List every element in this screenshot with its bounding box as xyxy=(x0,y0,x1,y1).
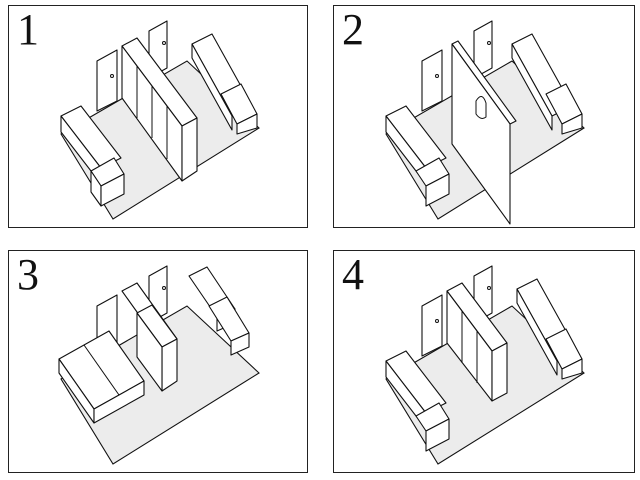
panel-number: 4 xyxy=(342,250,364,299)
panel-1: 1 xyxy=(8,5,308,228)
room-layout-illustration xyxy=(58,265,260,465)
panel-number: 2 xyxy=(342,5,364,54)
washbasin xyxy=(475,96,487,119)
panel-2: 2 xyxy=(333,5,635,228)
room-layout-illustration xyxy=(385,265,585,465)
panel-3: 3 xyxy=(8,250,308,473)
room-layout-illustration xyxy=(385,20,585,225)
panel-number: 1 xyxy=(17,5,39,54)
panel-4: 4 xyxy=(333,250,635,473)
door xyxy=(96,49,118,112)
panel-number: 3 xyxy=(17,250,39,299)
room-layout-illustration xyxy=(60,20,260,220)
door xyxy=(421,294,443,357)
door xyxy=(421,49,443,112)
